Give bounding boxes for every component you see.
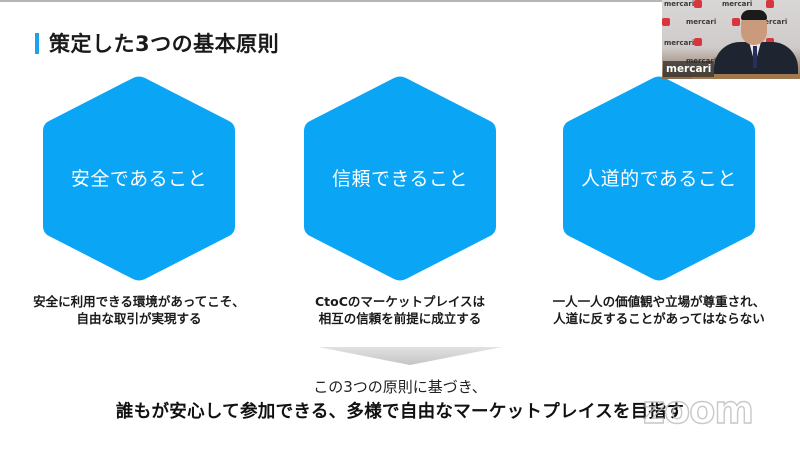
principle-description-safety: 安全に利用できる環境があってこそ、 自由な取引が実現する — [8, 293, 270, 327]
description-line: 安全に利用できる環境があってこそ、 — [33, 294, 245, 309]
backdrop-logo-icon — [694, 38, 702, 46]
slide-title-block: 策定した3つの基本原則 — [35, 31, 280, 56]
hexagon-shape-icon — [43, 76, 235, 281]
conclusion-statement: 誰もが安心して参加できる、多様で自由なマーケットプレイスを目指す — [115, 402, 685, 422]
hexagon-shape-icon — [304, 76, 496, 281]
backdrop-logo: mercari — [686, 18, 717, 26]
principle-label: 人道的であること — [581, 168, 737, 190]
principle-description-humanity: 一人一人の価値観や立場が尊重され、 人道に反することがあってはならない — [528, 293, 790, 327]
backdrop-logo: mercari — [722, 0, 753, 8]
hexagon-shape-icon — [563, 76, 755, 281]
backdrop-logo-icon — [732, 18, 740, 26]
principle-label: 信頼できること — [331, 168, 469, 190]
backdrop-logo: mercari — [664, 39, 695, 47]
backdrop-logo-icon — [766, 0, 774, 8]
podium — [692, 74, 800, 79]
description-line: CtoCのマーケットプレイスは — [314, 294, 486, 309]
principle-description-trust: CtoCのマーケットプレイスは 相互の信頼を前提に成立する — [269, 293, 531, 327]
conclusion-lead: この3つの原則に基づき、 — [313, 378, 487, 396]
backdrop-logo-icon — [662, 18, 670, 26]
principle-hexagon-trust: 信頼できること — [304, 76, 496, 281]
slide-title: 策定した3つの基本原則 — [49, 32, 280, 56]
speaker-tie — [753, 46, 757, 68]
down-arrow-icon — [318, 347, 502, 365]
backdrop-logo: mercari — [757, 18, 788, 26]
principle-hexagon-humanity: 人道的であること — [563, 76, 755, 281]
description-line: 人道に反することがあってはならない — [553, 311, 765, 326]
title-accent-bar — [35, 32, 39, 54]
webcam-video-tile[interactable]: mercari mercari mercari mercari mercari … — [662, 0, 800, 79]
principle-hexagon-safety: 安全であること — [43, 76, 235, 281]
principle-label: 安全であること — [70, 168, 208, 190]
description-line: 相互の信頼を前提に成立する — [318, 311, 482, 326]
speaker-hair — [741, 10, 767, 20]
description-line: 自由な取引が実現する — [76, 311, 202, 326]
backdrop-logo-icon — [694, 0, 702, 8]
window-top-border — [0, 0, 800, 2]
description-line: 一人一人の価値観や立場が尊重され、 — [552, 294, 766, 309]
participant-name-tag: mercari — [663, 61, 715, 77]
zoom-watermark-logo: zoom — [642, 387, 754, 432]
backdrop-logo: mercari — [664, 0, 695, 8]
